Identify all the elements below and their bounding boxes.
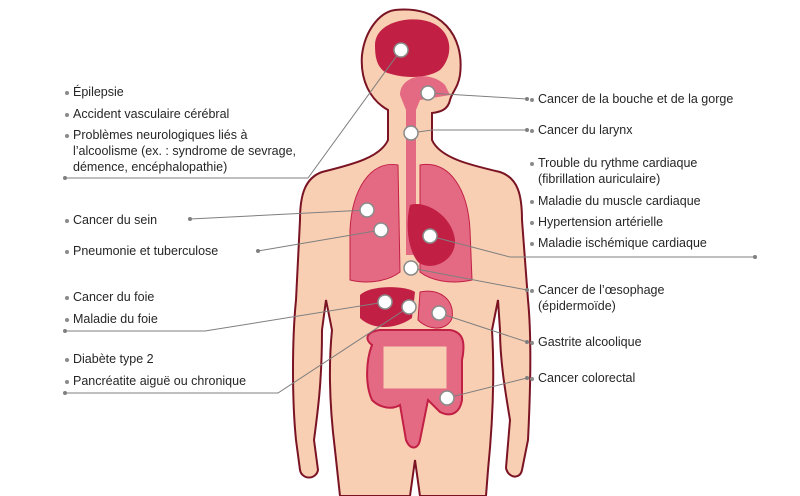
label-oesophage: Cancer de l’œsophage	[529, 283, 665, 297]
marker-mouth	[420, 85, 436, 101]
label-hypertension: Hypertension artérielle	[529, 215, 664, 229]
label-neuro-3: démence, encéphalopathie)	[73, 160, 228, 174]
label-muscle: Maladie du muscle cardiaque	[530, 194, 701, 208]
leader-lines	[65, 49, 755, 399]
marker-esophagus	[403, 260, 419, 276]
label-epilepsie: Épilepsie	[65, 85, 124, 99]
marker-breast	[359, 202, 375, 218]
label-maladie-foie: Maladie du foie	[65, 312, 158, 326]
label-neuro: Problèmes neurologiques liés à	[64, 128, 248, 142]
brain	[375, 19, 450, 77]
marker-colon	[439, 390, 455, 406]
lung-left	[349, 163, 401, 283]
label-rythme-2: (fibrillation auriculaire)	[538, 172, 661, 186]
label-cancer-foie: Cancer du foie	[64, 290, 155, 304]
marker-lung	[373, 222, 389, 238]
organs	[349, 19, 473, 449]
label-colorectal: Cancer colorectal	[529, 371, 636, 385]
marker-larynx	[403, 125, 419, 141]
label-oesophage-2: (épidermoïde)	[538, 299, 616, 313]
marker-brain	[393, 42, 409, 58]
organ-markers	[359, 42, 455, 406]
label-larynx: Cancer du larynx	[530, 123, 633, 137]
label-ischemique: Maladie ischémique cardiaque	[530, 236, 707, 250]
marker-pancreas	[401, 299, 417, 315]
line-end-dots	[63, 97, 757, 395]
label-bouche: Cancer de la bouche et de la gorge	[529, 92, 734, 106]
label-neuro-2: l’alcoolisme (ex. : syndrome de sevrage,	[73, 144, 297, 158]
label-pneumonie: Pneumonie et tuberculose	[64, 244, 219, 258]
label-pancreatite: Pancréatite aiguë ou chronique	[64, 374, 247, 388]
label-sein: Cancer du sein	[64, 213, 158, 227]
label-diabete: Diabète type 2	[65, 352, 154, 366]
label-gastrite: Gastrite alcoolique	[530, 335, 642, 349]
intestine	[380, 343, 450, 392]
marker-heart	[422, 228, 438, 244]
marker-liver	[377, 294, 393, 310]
marker-stomach	[431, 305, 447, 321]
label-avc: Accident vasculaire cérébral	[64, 107, 230, 121]
label-rythme: Trouble du rythme cardiaque	[529, 156, 698, 170]
